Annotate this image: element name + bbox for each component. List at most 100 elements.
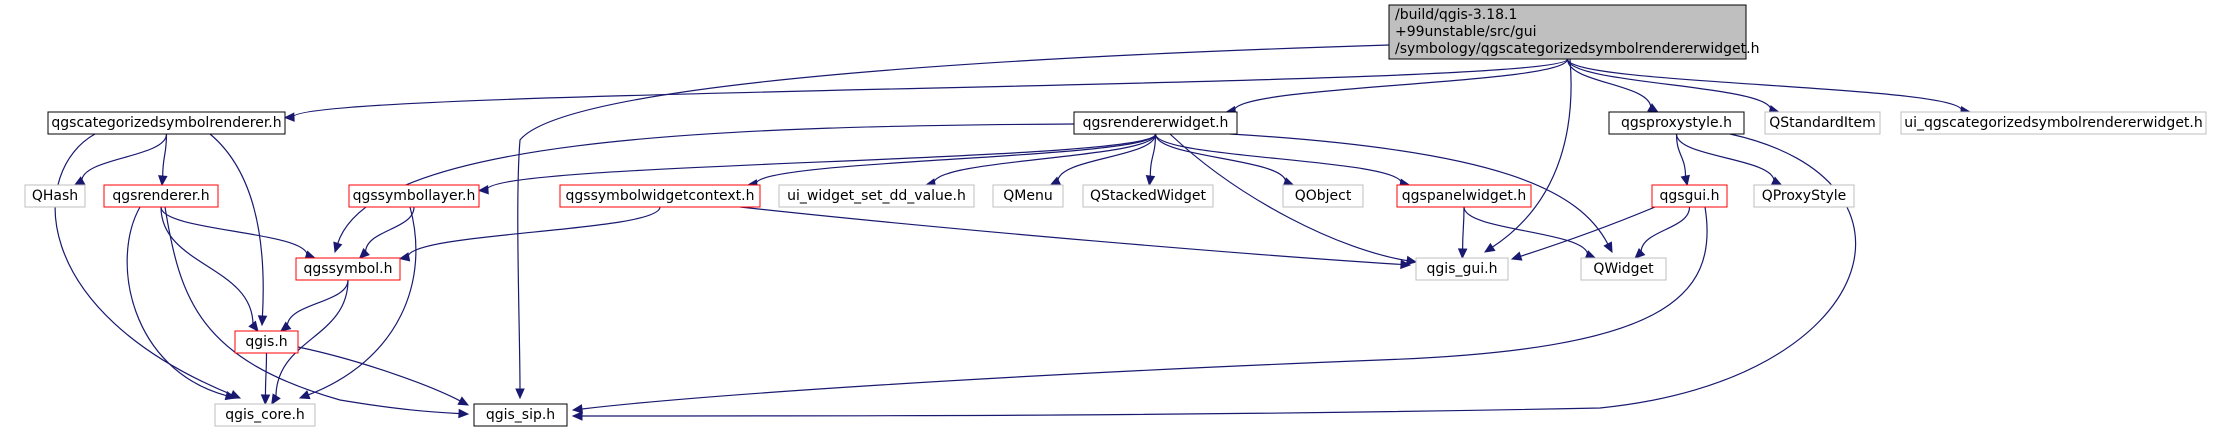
edge-qgsgui-to-qgisguih-arrowhead (1510, 251, 1523, 261)
edge-panelwidget-to-qgisguih (1462, 206, 1465, 251)
node-symbollayer-box (348, 184, 480, 208)
node-qhash[interactable]: QHash (24, 184, 86, 208)
edge-proxystyle-to-qgsgui-arrowhead (1680, 174, 1690, 187)
node-qmenu[interactable]: QMenu (992, 184, 1064, 208)
node-qwidget-box (1580, 257, 1667, 281)
node-qstandarditem-box (1764, 111, 1881, 135)
edge-proxystyle-to-qproxystyle (1675, 133, 1775, 182)
node-uiwidgetdd-box (778, 184, 975, 208)
edge-rendererwidget-to-panelwidget (1154, 133, 1403, 184)
node-proxystyle-box (1608, 111, 1745, 135)
node-qgiscore-label: qgis_core.h (225, 407, 305, 423)
node-qproxystyle[interactable]: QProxyStyle (1753, 184, 1855, 208)
edge-symbollayer-to-qgiscore-arrowhead (298, 390, 311, 400)
node-qobject[interactable]: QObject (1282, 184, 1364, 208)
node-qstacked-box (1082, 184, 1214, 208)
edge-root-to-qgisguih (1491, 58, 1572, 249)
edge-catrenderer-to-qhash (81, 133, 168, 182)
node-renderer[interactable]: qgsrenderer.h (103, 184, 219, 208)
edge-catrenderer-to-qhash-arrowhead (73, 176, 86, 186)
edge-root-to-uicat (1566, 58, 1963, 112)
edge-qgsgui-to-qgissip (580, 206, 1708, 410)
node-catrenderer-label: qgscategorizedsymbolrenderer.h (51, 115, 281, 131)
edge-symbol-to-qgiscore (275, 279, 349, 398)
edge-rendererwidget-to-symbol-arrowhead (333, 241, 343, 254)
edge-catrenderer-to-qgiscore (54, 133, 233, 396)
node-uiwidgetdd[interactable]: ui_widget_set_dd_value.h (778, 184, 975, 208)
node-symwidgetctx[interactable]: qgssymbolwidgetcontext.h (559, 184, 761, 208)
node-root-box (1388, 4, 1747, 60)
node-qgisguih-box (1415, 257, 1509, 281)
edge-rendererwidget-to-symbol (336, 123, 1075, 245)
node-panelwidget-label: qgspanelwidget.h (1402, 188, 1526, 204)
node-proxystyle[interactable]: qgsproxystyle.h (1608, 111, 1745, 135)
edge-rendererwidget-to-uiwidgetdd (933, 133, 1157, 184)
edge-proxystyle-to-qgsgui (1675, 133, 1687, 178)
edge-rendererwidget-to-qwidget (1229, 133, 1609, 246)
node-proxystyle-label: qgsproxystyle.h (1621, 115, 1732, 131)
edges-layer (54, 44, 1972, 421)
node-qgissip[interactable]: qgis_sip.h (473, 403, 568, 427)
node-rendererwidget[interactable]: qgsrendererwidget.h (1073, 111, 1238, 135)
node-qgisguih-label: qgis_gui.h (1427, 261, 1498, 277)
node-qgsgui[interactable]: qgsgui.h (1651, 184, 1728, 208)
edge-rendererwidget-to-qstacked (1149, 133, 1157, 178)
edge-renderer-to-qgish (160, 206, 254, 325)
edge-root-to-proxystyle (1566, 58, 1652, 109)
edge-renderer-to-symbol (160, 206, 308, 256)
node-qhash-box (24, 184, 86, 208)
node-qgiscore[interactable]: qgis_core.h (214, 403, 316, 427)
edge-rendererwidget-to-symbollayer (486, 133, 1157, 191)
node-qobject-label: QObject (1295, 188, 1352, 204)
node-panelwidget[interactable]: qgspanelwidget.h (1396, 184, 1532, 208)
nodes-layer: /build/qgis-3.18.1+99unstable/src/gui/sy… (24, 4, 2207, 427)
edge-proxystyle-to-qgissip (580, 133, 1857, 417)
node-root-label: /build/qgis-3.18.1 (1395, 7, 1517, 23)
edge-rendererwidget-to-qwidget-arrowhead (1603, 241, 1613, 254)
node-catrenderer-box (47, 111, 286, 135)
edge-qgsgui-to-qwidget (1640, 206, 1691, 253)
node-qstandarditem[interactable]: QStandardItem (1764, 111, 1881, 135)
edge-proxystyle-to-qgissip-arrowhead (571, 411, 583, 421)
node-qgish[interactable]: qgis.h (234, 330, 299, 354)
node-qstacked[interactable]: QStackedWidget (1082, 184, 1214, 208)
edge-symbol-to-qgiscore-arrowhead (271, 393, 281, 406)
node-qwidget[interactable]: QWidget (1580, 257, 1667, 281)
node-symbol-box (295, 257, 401, 281)
node-symbollayer[interactable]: qgssymbollayer.h (348, 184, 480, 208)
node-renderer-box (103, 184, 219, 208)
node-qgish-box (234, 330, 299, 354)
node-symbol-label: qgssymbol.h (304, 261, 393, 277)
node-root-label: /symbology/qgscategorizedsymbolrendererw… (1395, 41, 1759, 57)
edge-qgsgui-to-qwidget-arrowhead (1634, 248, 1646, 259)
edge-rendererwidget-to-qobject (1154, 133, 1287, 183)
node-symbol[interactable]: qgssymbol.h (295, 257, 401, 281)
edge-catrenderer-to-qgish (209, 133, 264, 318)
edge-catrenderer-to-qgish-arrowhead (257, 315, 268, 327)
edge-qgish-to-qgissip-arrowhead (457, 396, 470, 406)
edge-root-to-qstandarditem (1566, 58, 1772, 111)
node-qgissip-label: qgis_sip.h (486, 407, 555, 423)
edge-renderer-to-qgissip-arrowhead (458, 408, 470, 419)
node-qstandarditem-label: QStandardItem (1769, 115, 1876, 131)
node-panelwidget-box (1396, 184, 1532, 208)
edge-symwidgetctx-to-qgisguih (739, 206, 1403, 266)
node-qgisguih[interactable]: qgis_gui.h (1415, 257, 1509, 281)
node-uicat[interactable]: ui_qgscategorizedsymbolrendererwidget.h (1900, 111, 2207, 135)
edge-root-to-qgissip-arrowhead (515, 388, 525, 400)
edge-symbollayer-to-symbol-arrowhead (358, 248, 370, 259)
edge-rendererwidget-to-qstacked-arrowhead (1145, 174, 1156, 187)
edge-qgish-to-qgiscore (264, 352, 268, 397)
node-qgsgui-box (1651, 184, 1728, 208)
node-rendererwidget-label: qgsrendererwidget.h (1083, 115, 1229, 131)
node-catrenderer[interactable]: qgscategorizedsymbolrenderer.h (47, 111, 286, 135)
edge-symbol-to-qgish (286, 279, 349, 327)
node-uicat-label: ui_qgscategorizedsymbolrendererwidget.h (1904, 115, 2203, 131)
edge-rendererwidget-to-symwidgetctx (755, 133, 1157, 185)
node-root[interactable]: /build/qgis-3.18.1+99unstable/src/gui/sy… (1388, 4, 1759, 60)
node-symbollayer-label: qgssymbollayer.h (353, 188, 476, 204)
edge-rendererwidget-to-qgisguih (1169, 133, 1409, 262)
node-rendererwidget-box (1073, 111, 1238, 135)
node-uiwidgetdd-label: ui_widget_set_dd_value.h (787, 188, 966, 204)
